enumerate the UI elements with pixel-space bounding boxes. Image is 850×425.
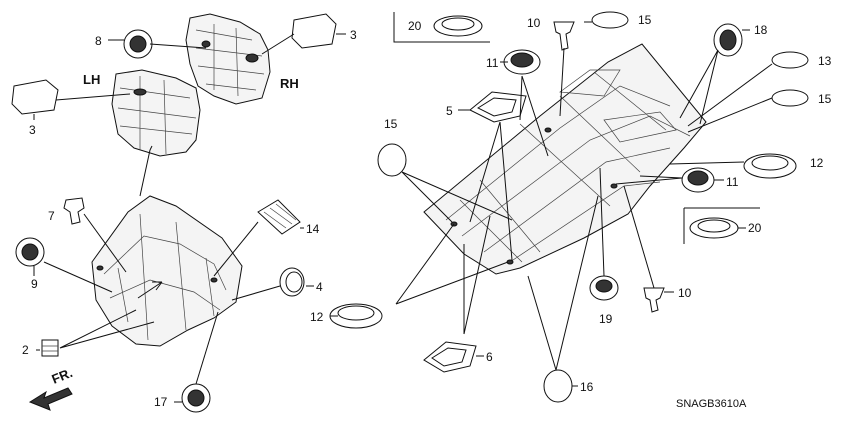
clip-10-bottom (643, 287, 665, 313)
rh-dash-panel (185, 13, 271, 105)
callout-3-left: 3 (29, 123, 36, 137)
callout-10-bottom: 10 (678, 286, 692, 300)
plug-13 (771, 51, 809, 69)
lh-label: LH (83, 72, 100, 87)
grommet-9 (15, 237, 45, 267)
callout-15-left: 15 (384, 117, 398, 131)
callout-12-left: 12 (310, 310, 324, 324)
callout-5: 5 (446, 104, 453, 118)
plug-3-left (11, 79, 59, 115)
seal-5 (469, 91, 527, 123)
leader-lines (33, 21, 773, 403)
callout-20-top: 20 (408, 19, 422, 33)
plug-16 (543, 369, 573, 403)
front-direction-label: FR. (50, 365, 75, 387)
plug-2 (41, 339, 59, 357)
front-frame (91, 145, 243, 347)
callout-4: 4 (316, 280, 323, 294)
grommet-11-right (681, 167, 715, 193)
callout-2: 2 (22, 343, 29, 357)
callout-16: 16 (580, 380, 594, 394)
callout-19: 19 (599, 312, 613, 326)
floor-panel (423, 43, 707, 275)
callout-20-right: 20 (748, 221, 762, 235)
grommet-11-top (503, 49, 541, 75)
grommet-19 (589, 275, 619, 301)
callout-18: 18 (754, 23, 768, 37)
front-direction-arrow (28, 387, 73, 411)
callout-12-right: 12 (810, 156, 824, 170)
rh-label: RH (280, 76, 299, 91)
plug-15-right (771, 89, 809, 107)
grommet-12-right (743, 153, 797, 179)
plug-3-right (291, 13, 337, 49)
callout-14: 14 (306, 222, 320, 236)
part-code: SNAGB3610A (676, 398, 747, 410)
clip-10-top (553, 21, 575, 51)
callout-10-top: 10 (527, 16, 541, 30)
callout-9: 9 (31, 277, 38, 291)
grommet-8 (123, 29, 153, 59)
callout-13: 13 (818, 54, 832, 68)
callout-7: 7 (48, 209, 55, 223)
callout-3-right: 3 (350, 28, 357, 42)
grommet-17 (181, 383, 211, 413)
grommet-20-top (433, 15, 483, 37)
plug-4 (279, 267, 305, 297)
grommet-18 (713, 23, 743, 57)
seal-6 (423, 341, 477, 373)
callout-15-top: 15 (638, 13, 652, 27)
lh-dash-panel (111, 69, 201, 157)
plug-15-top (591, 11, 629, 29)
callout-17: 17 (154, 395, 168, 409)
callout-15-right: 15 (818, 92, 832, 106)
callout-11-right: 11 (726, 175, 739, 189)
callout-11-top: 11 (486, 56, 499, 70)
clip-7 (63, 197, 85, 225)
grommet-12-left (329, 303, 383, 329)
pad-14 (257, 199, 301, 235)
callout-6: 6 (486, 350, 493, 364)
callout-8: 8 (95, 34, 102, 48)
grommet-20-right (689, 217, 739, 239)
plug-15-left (377, 143, 407, 177)
